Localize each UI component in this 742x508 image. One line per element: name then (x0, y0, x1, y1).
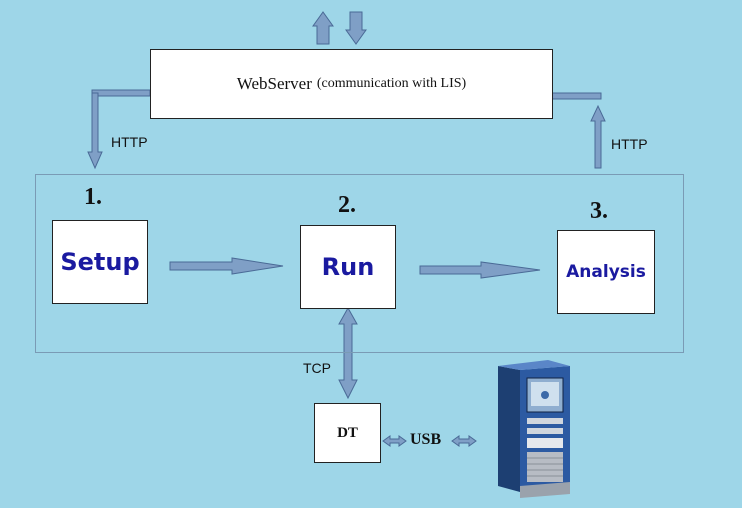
arrow-run-to-analysis (419, 261, 541, 279)
webserver-title: WebServer (236, 74, 312, 93)
http-right-up-arrow (590, 104, 606, 169)
process-frame (35, 174, 684, 353)
down-arrow-top (345, 11, 367, 45)
analysis-label: Analysis (566, 262, 646, 282)
webserver-box: WebServer (communication with LIS) (150, 49, 553, 119)
http-right-label: HTTP (611, 136, 648, 152)
usb-left-double-arrow (382, 435, 407, 447)
up-arrow-top (312, 11, 334, 45)
setup-label: Setup (60, 248, 140, 276)
usb-label: USB (410, 431, 442, 448)
step-3-number: 3. (590, 198, 608, 224)
setup-box: Setup (52, 220, 148, 304)
http-left-horizontal (91, 89, 151, 97)
step-2-number: 2. (338, 192, 356, 218)
computer-tower-icon (498, 360, 570, 498)
run-box: Run (300, 225, 396, 309)
analysis-box: Analysis (557, 230, 655, 314)
usb-right-double-arrow (451, 435, 477, 447)
step-1-number: 1. (84, 184, 102, 210)
tcp-label: TCP (303, 360, 331, 376)
tcp-double-arrow (338, 306, 358, 400)
dt-label: DT (337, 424, 358, 441)
http-left-down-arrow (87, 92, 103, 170)
dt-box: DT (314, 403, 381, 463)
webserver-subtitle: (communication with LIS) (316, 76, 467, 91)
arrow-setup-to-run (169, 257, 284, 275)
http-left-label: HTTP (111, 134, 148, 150)
http-right-horizontal (550, 92, 602, 100)
run-label: Run (321, 253, 375, 281)
